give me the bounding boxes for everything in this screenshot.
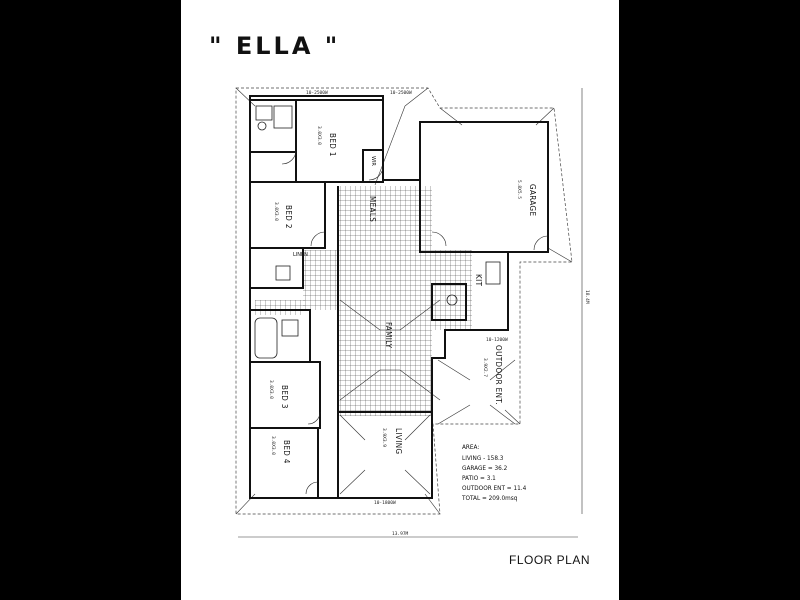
meals-label: MEALS xyxy=(368,196,377,222)
area-heading: AREA: xyxy=(462,443,479,451)
dim-top-right: 10-2500W xyxy=(390,90,412,96)
garage-size: 5.8X5.5 xyxy=(516,180,522,199)
area-row: PATIO = 3.1 xyxy=(462,474,496,482)
walls xyxy=(249,95,549,499)
wir-label: WIR xyxy=(370,156,376,166)
door-swings xyxy=(281,149,549,495)
garage-label: GARAGE xyxy=(528,184,537,217)
room-labels: BED 1 3.0X3.0 BED 2 3.0X3.0 BED 3 3.0X3.… xyxy=(268,126,537,464)
plan-sheet: " ELLA " xyxy=(181,0,619,600)
plan-title: " ELLA " xyxy=(209,32,341,60)
kit-label: KIT xyxy=(474,274,483,287)
dim-overall-width: 13.97M xyxy=(392,531,409,537)
bed2-size: 3.0X3.0 xyxy=(273,202,279,221)
tiled-floor xyxy=(255,186,472,416)
dim-overall-depth: 18.4M xyxy=(584,290,590,304)
bed2-label: BED 2 xyxy=(284,205,293,229)
living-label: LIVING xyxy=(394,428,403,455)
floor-plan-drawing: BED 1 3.0X3.0 BED 2 3.0X3.0 BED 3 3.0X3.… xyxy=(235,87,590,538)
family-label: FAMILY xyxy=(384,322,393,349)
bed4-size: 3.0X3.0 xyxy=(270,436,276,455)
bed1-label: BED 1 xyxy=(328,133,337,157)
dimension-annotations: 10-2500W 10-2500W 10-1800W 10-1200W 13.9… xyxy=(238,88,590,538)
outdoor-label: OUTDOOR ENT. xyxy=(494,345,503,405)
dim-outdoor: 10-1200W xyxy=(486,337,508,343)
area-table: AREA: LIVING - 158.3 GARAGE = 36.2 PATIO… xyxy=(461,443,527,502)
area-row: GARAGE = 36.2 xyxy=(462,464,508,472)
dim-bottom: 10-1800W xyxy=(374,500,396,506)
bed3-label: BED 3 xyxy=(280,385,289,409)
area-row: LIVING - 158.3 xyxy=(462,454,504,462)
area-row: OUTDOOR ENT = 11.4 xyxy=(462,484,527,492)
dim-top-left: 10-2500W xyxy=(306,90,328,96)
bed4-label: BED 4 xyxy=(282,440,291,464)
bed3-size: 3.0X3.0 xyxy=(268,380,274,399)
area-row: TOTAL = 209.0msq xyxy=(461,494,518,502)
living-size: 3.9X3.9 xyxy=(381,428,387,447)
roof-outline xyxy=(235,87,573,515)
floor-plan-caption: FLOOR PLAN xyxy=(509,553,591,567)
linen-label: LINEN xyxy=(293,252,308,258)
fixtures xyxy=(254,105,501,359)
bed1-size: 3.0X3.0 xyxy=(316,126,322,145)
outdoor-size: 3.9X2.7 xyxy=(482,358,488,377)
